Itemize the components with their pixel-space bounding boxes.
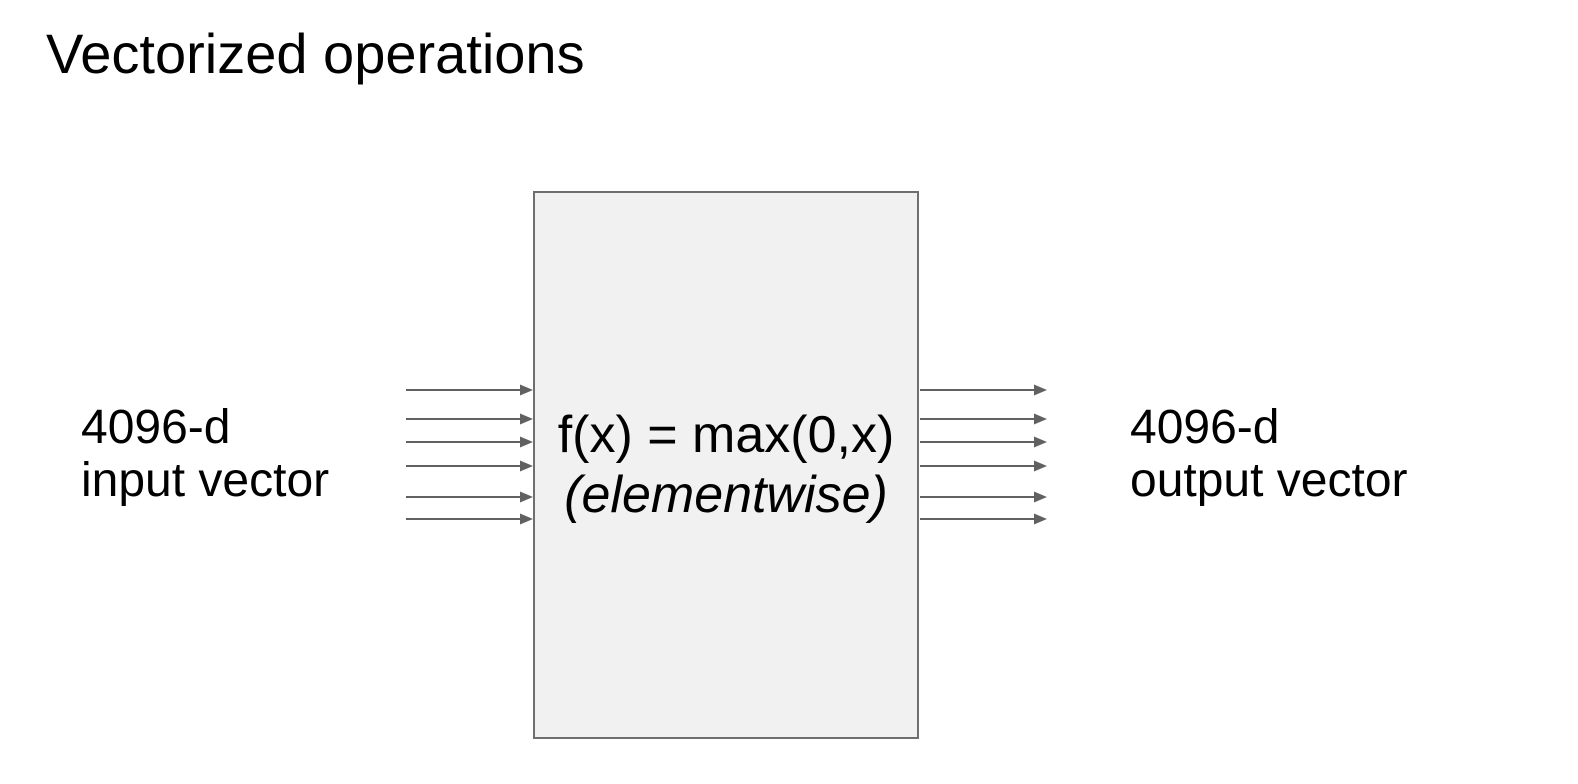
- input-arrow: [406, 491, 533, 503]
- input-arrow: [406, 460, 533, 472]
- output-arrow: [920, 413, 1047, 425]
- input-arrow: [406, 413, 533, 425]
- function-box: f(x) = max(0,x) (elementwise): [533, 191, 919, 739]
- output-vector-label-line2: output vector: [1130, 454, 1408, 507]
- input-vector-label-line1: 4096-d: [81, 401, 231, 454]
- output-arrow: [920, 513, 1047, 525]
- input-vector-label: 4096-d input vector: [81, 401, 329, 507]
- input-arrow: [406, 436, 533, 448]
- output-arrow: [920, 491, 1047, 503]
- input-arrow: [406, 384, 533, 396]
- output-arrow: [920, 460, 1047, 472]
- function-formula: f(x) = max(0,x): [557, 406, 895, 464]
- output-vector-label: 4096-d output vector: [1130, 401, 1408, 507]
- elementwise-note: (elementwise): [564, 466, 888, 524]
- output-vector-label-line1: 4096-d: [1130, 401, 1280, 454]
- output-arrow: [920, 436, 1047, 448]
- input-vector-label-line2: input vector: [81, 454, 330, 507]
- slide-title: Vectorized operations: [46, 22, 585, 85]
- input-arrow: [406, 513, 533, 525]
- output-arrow: [920, 384, 1047, 396]
